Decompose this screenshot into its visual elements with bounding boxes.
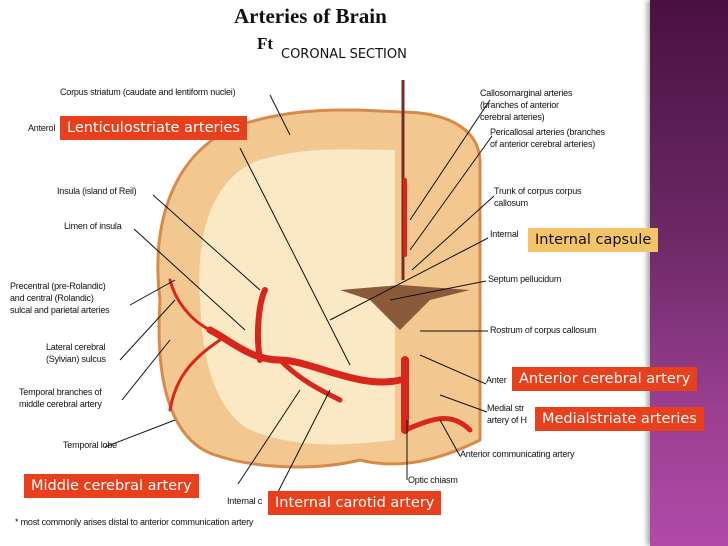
subtitle-fragment: Ft: [257, 34, 274, 53]
label-lateral-sulcus: Lateral cerebral (Sylvian) sulcus: [46, 341, 106, 365]
label-anter: Anter: [486, 375, 507, 385]
label-line: (branches of anterior: [480, 100, 559, 110]
label-line: middle cerebral artery: [19, 399, 102, 409]
label-insula: Insula (island of Reil): [57, 186, 137, 196]
label-line: and central (Rolandic): [10, 293, 94, 303]
label-internal-c: Internal c: [227, 496, 263, 506]
label-temporal-lobe: Temporal lobe: [63, 440, 117, 450]
label-anterior-communicating: Anterior communicating artery: [460, 449, 575, 459]
highlight-middle-cerebral: Middle cerebral artery: [24, 474, 199, 498]
middle-cerebral-artery-path: [206, 326, 404, 386]
highlight-internal-capsule: Internal capsule: [528, 228, 659, 252]
label-line: Precentral (pre-Rolandic): [10, 281, 106, 291]
section-label: CORONAL SECTION: [278, 46, 410, 63]
label-callosomarginal: Callosomarginal arteries (branches of an…: [480, 87, 572, 123]
label-limen: Limen of insula: [64, 221, 122, 231]
label-internal: Internal: [490, 229, 519, 239]
label-line: sulcal and parietal arteries: [10, 305, 110, 315]
decorative-side-band: [650, 0, 728, 546]
label-line: cerebral arteries): [480, 112, 545, 122]
label-temporal-branches: Temporal branches of middle cerebral art…: [19, 386, 102, 410]
label-medial-str: Medial str artery of H: [487, 402, 527, 426]
label-pericallosal: Pericallosal arteries (branches of anter…: [490, 126, 605, 150]
label-line: of anterior cerebral arteries): [490, 139, 596, 149]
label-trunk: Trunk of corpus corpus callosum: [494, 185, 582, 209]
highlight-lenticulostriate: Lenticulostriate arteries: [60, 116, 247, 140]
label-line: Trunk of corpus corpus: [494, 186, 582, 196]
label-septum: Septum pellucidum: [488, 274, 562, 284]
highlight-internal-carotid: Internal carotid artery: [268, 491, 442, 515]
white-matter: [199, 149, 395, 445]
label-line: Temporal branches of: [19, 387, 102, 397]
highlight-medialstriate: Medialstriate arteries: [535, 407, 704, 431]
label-line: (Sylvian) sulcus: [46, 354, 106, 364]
label-precentral: Precentral (pre-Rolandic) and central (R…: [10, 280, 110, 316]
label-corpus-striatum: Corpus striatum (caudate and lentiform n…: [60, 87, 236, 97]
label-line: Lateral cerebral: [46, 342, 106, 352]
label-optic-chiasm: Optic chiasm: [408, 475, 458, 485]
label-line: Medial str: [487, 403, 525, 413]
label-anterol: Anterol: [28, 123, 56, 133]
slide-title: Arteries of Brain: [234, 4, 387, 28]
label-line: callosum: [494, 198, 528, 208]
footnote: * most commonly arises distal to anterio…: [15, 517, 254, 527]
label-line: Pericallosal arteries (branches: [490, 127, 605, 137]
ventricle: [340, 285, 470, 330]
brain-coronal-illustration: [104, 80, 495, 493]
label-line: Callosomarginal arteries: [480, 88, 573, 98]
label-rostrum: Rostrum of corpus callosum: [490, 325, 597, 335]
highlight-anterior-cerebral: Anterior cerebral artery: [512, 367, 698, 391]
label-line: artery of H: [487, 415, 527, 425]
